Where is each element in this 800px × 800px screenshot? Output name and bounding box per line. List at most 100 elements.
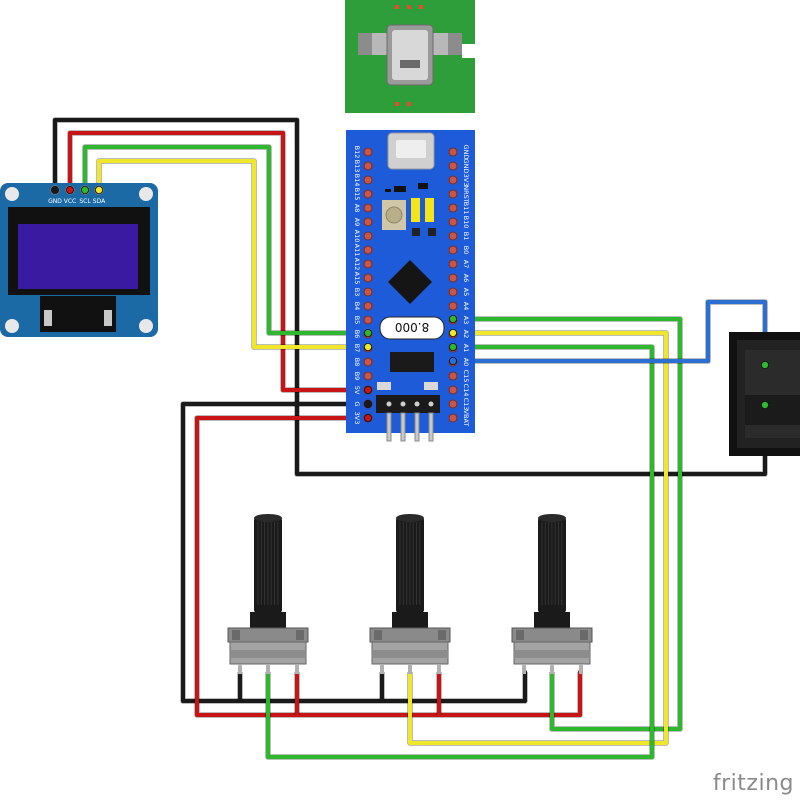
left-pin-a8: [363, 203, 373, 213]
left-pin-a15: [363, 273, 373, 283]
crystal-label: 8.000: [395, 320, 429, 334]
pot2-wiper-wire: [408, 331, 668, 745]
power-rail-wire: [195, 416, 582, 717]
oled-sda-wire: [97, 159, 370, 349]
wire-endpoint: [363, 413, 372, 422]
swd-header: [386, 401, 434, 442]
left-pin-label: A10: [353, 230, 361, 243]
right-pin-label: B11: [462, 202, 470, 215]
oled-pin-label: GND: [48, 198, 62, 205]
right-pin-label: A5: [462, 288, 470, 297]
left-pin-label: B7: [353, 344, 361, 353]
left-pin-b13: [363, 161, 373, 171]
ground-rail-wire: [181, 402, 527, 703]
left-pin-b15: [363, 189, 373, 199]
wire-endpoint: [363, 385, 372, 394]
right-pin-label: A4: [462, 302, 470, 311]
usb-breakout-icon: [345, 0, 475, 113]
right-pin-a4: [448, 301, 458, 311]
wire-endpoint: [95, 185, 104, 194]
right-pin-label: A6: [462, 274, 470, 283]
right-pin-b0: [448, 245, 458, 255]
left-pin-label: B14: [353, 174, 361, 187]
left-pin-label: B9: [353, 372, 361, 381]
left-pin-a11: [363, 245, 373, 255]
right-pin-label: GND: [462, 159, 470, 174]
oled-pin-label: SDA: [93, 198, 106, 205]
right-pin-c14: [448, 385, 458, 395]
pot3-wiper-wire: [451, 317, 682, 731]
wire-endpoint: [363, 328, 372, 337]
right-pin-label: 3V3: [462, 174, 470, 187]
pot1-wiper-wire: [266, 345, 654, 759]
left-pin-label: A11: [353, 244, 361, 257]
stm32-bluepill-board: B12B13B14B15A8A9A10A11A12A15B3B4B5B6B7B8…: [346, 130, 475, 442]
left-pin-b14: [363, 175, 373, 185]
left-pin-label: 5V: [353, 386, 361, 395]
wire-endpoint: [81, 185, 90, 194]
right-pin-a5: [448, 287, 458, 297]
wire-endpoint: [66, 185, 75, 194]
swd-prong: [414, 412, 420, 442]
right-pin-label: B0: [462, 246, 470, 255]
right-pin-gnd: [448, 161, 458, 171]
right-pin-label: A7: [462, 260, 470, 269]
right-pin-label: B1: [462, 232, 470, 241]
right-pin-a6: [448, 273, 458, 283]
potentiometers: [227, 514, 593, 674]
left-pin-label: B5: [353, 316, 361, 325]
left-pin-a12: [363, 259, 373, 269]
oled-vcc-wire: [68, 131, 370, 392]
right-pin-label: B10: [462, 216, 470, 229]
left-pin-label: B15: [353, 188, 361, 201]
left-pin-a10: [363, 231, 373, 241]
right-pin-c15: [448, 371, 458, 381]
left-pin-label: G: [353, 401, 361, 406]
right-pin-a7: [448, 259, 458, 269]
switch-signal-wire: [451, 300, 767, 367]
left-pin-b4: [363, 301, 373, 311]
left-pin-label: A12: [353, 258, 361, 271]
bluepill-pin-rows: B12B13B14B15A8A9A10A11A12A15B3B4B5B6B7B8…: [353, 145, 470, 427]
right-pin-label: A1: [462, 344, 470, 353]
left-pin-label: B13: [353, 160, 361, 173]
wire-endpoint: [761, 360, 770, 369]
left-pin-label: B6: [353, 330, 361, 339]
oled-pin-label: VCC: [64, 198, 76, 205]
wire-endpoint: [448, 342, 457, 351]
right-pin-label: A0: [462, 358, 470, 367]
wires: [52, 117, 768, 760]
wire-endpoint: [363, 342, 372, 351]
potentiometer-1: [227, 514, 309, 674]
right-pin-b1: [448, 231, 458, 241]
left-pin-label: A15: [353, 272, 361, 285]
left-pin-a9: [363, 217, 373, 227]
wire-endpoint: [448, 314, 457, 323]
right-pin-label: VBAT: [462, 410, 470, 427]
potentiometer-3: [511, 514, 593, 674]
oled-scl-wire: [83, 145, 370, 335]
left-pin-label: B3: [353, 288, 361, 297]
rocker-switch-icon: [729, 332, 800, 456]
left-pin-label: A9: [353, 218, 361, 227]
right-pin-label: A2: [462, 330, 470, 339]
right-pin-label: A3: [462, 316, 470, 325]
left-pin-label: A8: [353, 204, 361, 213]
left-pin-b9: [363, 371, 373, 381]
right-pin-b11: [448, 203, 458, 213]
fritzing-watermark: fritzing: [712, 771, 794, 796]
right-pin-c13: [448, 399, 458, 409]
right-pin-3v3: [448, 175, 458, 185]
right-pin-nrst: [448, 189, 458, 199]
left-pin-label: 3V3: [353, 412, 361, 425]
right-pin-label: C15: [462, 370, 470, 383]
right-pin-label: C14: [462, 384, 470, 397]
left-pin-label: B4: [353, 302, 361, 311]
right-pin-label: NRST: [462, 185, 470, 203]
wire-endpoint: [448, 356, 457, 365]
oled-gnd-wire: [53, 118, 767, 476]
left-pin-label: B12: [353, 146, 361, 159]
right-pin-label: C13: [462, 398, 470, 411]
